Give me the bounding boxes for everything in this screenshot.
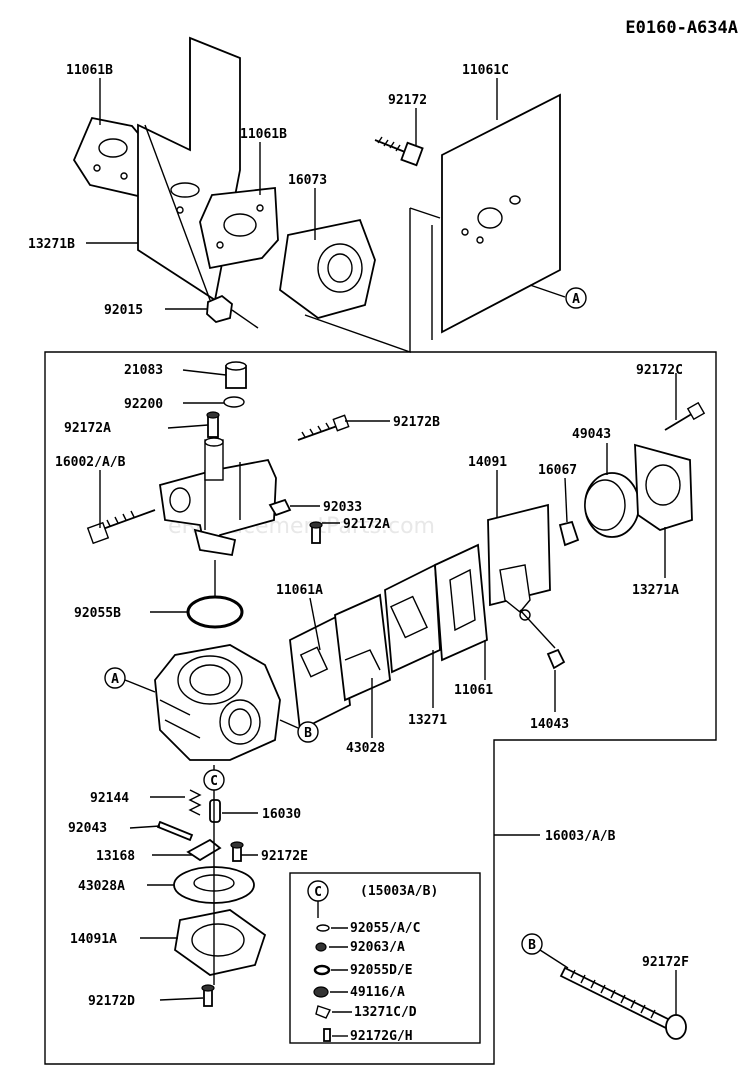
diaphragm-11061 <box>434 543 488 662</box>
svg-text:B: B <box>304 726 312 741</box>
callout-a-main: A <box>104 667 156 693</box>
gasket-11061a <box>289 613 351 732</box>
label-92172e: 92172E <box>261 849 308 864</box>
label-92033: 92033 <box>323 500 362 515</box>
svg-text:B: B <box>528 938 536 953</box>
diagram-code: E0160-A634A <box>625 18 738 38</box>
label-92055b: 92055B <box>74 606 121 621</box>
screw-92172a-2 <box>309 521 323 544</box>
label-11061c: 11061C <box>462 63 509 78</box>
label-13271a: 13271A <box>632 583 679 598</box>
label-13168: 13168 <box>96 849 135 864</box>
kit-box <box>289 872 481 1044</box>
gasket-13271 <box>384 563 441 674</box>
part-14043 <box>546 648 566 670</box>
label-92043: 92043 <box>68 821 107 836</box>
label-14043: 14043 <box>530 717 569 732</box>
callout-c-main: C <box>203 769 225 791</box>
callout-b-main: B <box>279 719 319 743</box>
bolt-92172f <box>559 966 687 1040</box>
svg-text:92172G/H: 92172G/H <box>350 1029 413 1044</box>
plate-13271a <box>634 443 693 531</box>
svg-text:A: A <box>572 292 580 307</box>
part-16067 <box>558 520 580 547</box>
gasket-11061c <box>409 93 561 340</box>
label-16073: 16073 <box>288 173 327 188</box>
callout-c-kit: C <box>307 880 329 918</box>
main-frame <box>44 351 717 1065</box>
label-16030: 16030 <box>262 807 301 822</box>
insulator-16073 <box>279 208 411 353</box>
label-92172b: 92172B <box>393 415 440 430</box>
svg-text:92063/A: 92063/A <box>350 940 405 955</box>
gasket-11061b-mid <box>199 187 279 270</box>
label-14091a: 14091A <box>70 932 117 947</box>
screw-92172b <box>297 414 350 441</box>
svg-text:13271C/D: 13271C/D <box>354 1005 417 1020</box>
pin-92043 <box>156 820 194 842</box>
svg-text:92055D/E: 92055D/E <box>350 963 413 978</box>
kit-items: 92055/A/C 92063/A 92055D/E 49116/A 13271… <box>350 921 420 1044</box>
label-92172c: 92172C <box>636 363 683 378</box>
label-92172d: 92172D <box>88 994 135 1009</box>
label-49043: 49043 <box>572 427 611 442</box>
kit-leaders <box>329 927 352 1037</box>
label-16003: 16003/A/B <box>545 829 616 844</box>
screw-92172d <box>201 984 215 1007</box>
carb-upper-body <box>158 437 277 557</box>
part-labels: 11061B 11061C 92172 11061B 16073 13271B … <box>28 63 689 1009</box>
svg-text:C: C <box>314 885 322 900</box>
axis-line-pump <box>519 609 556 649</box>
part-92033 <box>268 498 292 517</box>
callout-a-top: A <box>565 287 587 309</box>
label-13271b: 13271B <box>28 237 75 252</box>
label-92172a-2: 92172A <box>343 517 390 532</box>
label-43028: 43028 <box>346 741 385 756</box>
screw-16002 <box>86 509 156 545</box>
callout-b-bolt: B <box>521 933 569 969</box>
diaphragm-43028 <box>334 593 391 702</box>
label-92200: 92200 <box>124 397 163 412</box>
screw-92172c <box>664 401 706 431</box>
svg-text:C: C <box>210 774 218 789</box>
label-11061b-top: 11061B <box>66 63 113 78</box>
label-21083: 21083 <box>124 363 163 378</box>
label-92172a-1: 92172A <box>64 421 111 436</box>
kit-header: (15003A/B) <box>360 884 438 899</box>
label-11061: 11061 <box>454 683 493 698</box>
svg-text:49116/A: 49116/A <box>350 985 405 1000</box>
cover-14091a <box>174 909 267 976</box>
screw-92172e <box>230 841 244 862</box>
oring-92055b <box>186 595 244 629</box>
screw-92172a-1 <box>206 411 220 438</box>
cap-21083 <box>225 361 247 389</box>
label-92172f: 92172F <box>642 955 689 970</box>
primer-bulb-49043 <box>584 472 640 538</box>
main-leaders <box>99 369 677 1015</box>
kit-icons <box>313 924 331 1042</box>
label-14091: 14091 <box>468 455 507 470</box>
needle-16030 <box>209 799 221 823</box>
label-92144: 92144 <box>90 791 129 806</box>
label-16002: 16002/A/B <box>55 455 126 470</box>
spring-92144 <box>188 789 202 816</box>
svg-text:92055/A/C: 92055/A/C <box>350 921 420 936</box>
washer-92200 <box>223 396 245 408</box>
label-92015: 92015 <box>104 303 143 318</box>
label-43028a: 43028A <box>78 879 125 894</box>
svg-text:A: A <box>111 672 119 687</box>
nut-92015 <box>206 294 259 329</box>
pump-cover-14091 <box>487 503 551 621</box>
lever-13168 <box>186 838 222 862</box>
label-16067: 16067 <box>538 463 577 478</box>
label-11061a: 11061A <box>276 583 323 598</box>
label-11061b-mid: 11061B <box>240 127 287 142</box>
label-13271: 13271 <box>408 713 447 728</box>
label-92172: 92172 <box>388 93 427 108</box>
top-leaders <box>86 78 566 310</box>
carb-main-body <box>154 644 281 761</box>
bolt-92172 <box>374 136 424 167</box>
